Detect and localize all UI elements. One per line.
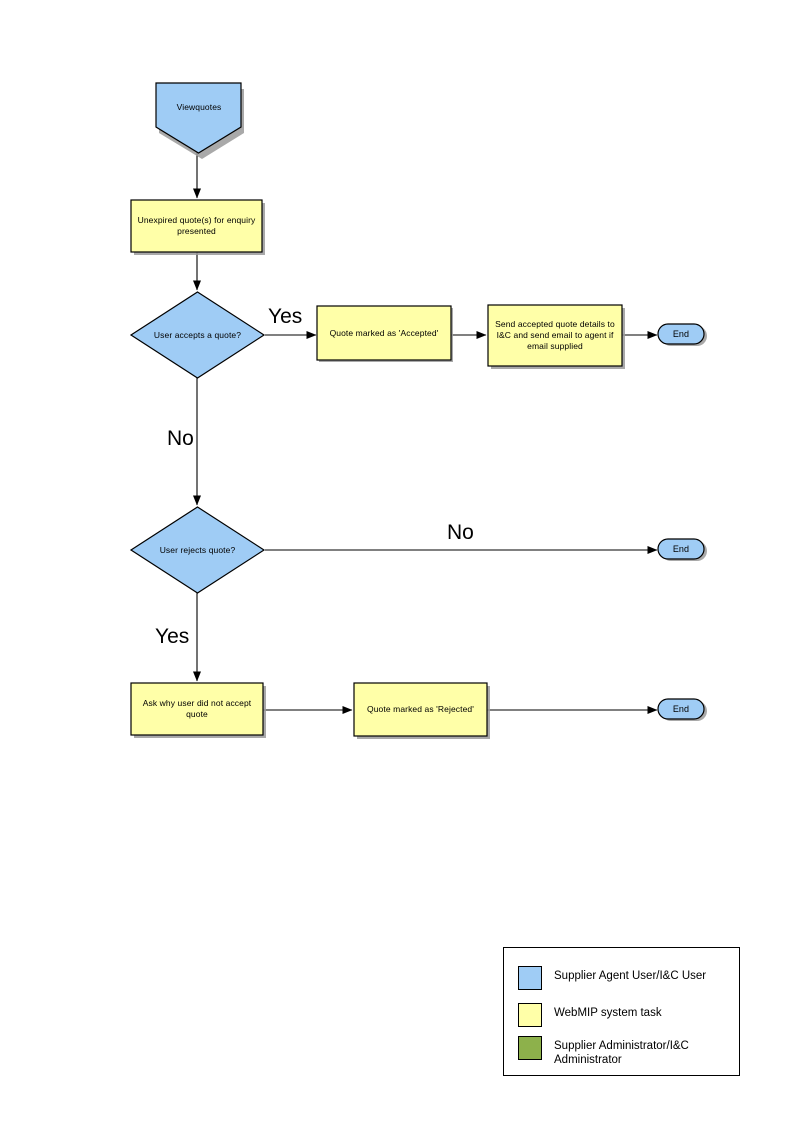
node-shadows [134, 89, 707, 739]
legend-label-supplier-agent-user: Supplier Agent User/I&C User [554, 970, 707, 982]
node-start-viewquotes[interactable] [155, 82, 242, 154]
legend-item-supplier-agent-user: Supplier Agent User/I&C User [518, 966, 706, 990]
node-end-no-reject[interactable] [657, 538, 705, 560]
node-quote-marked-rejected[interactable] [353, 682, 488, 737]
connectors [193, 150, 658, 714]
node-quote-marked-accepted[interactable] [316, 305, 452, 361]
edge-label-rejects-no: No [447, 521, 474, 544]
node-end-rejected[interactable] [657, 698, 705, 720]
node-decision-user-accepts[interactable] [129, 291, 266, 379]
legend: Supplier Agent User/I&C User WebMIP syst… [503, 947, 740, 1076]
legend-swatch-green [518, 1036, 542, 1060]
legend-swatch-yellow [518, 1003, 542, 1027]
nodes [129, 82, 705, 737]
legend-label-supplier-administrator: Supplier Administrator/I&C Administrator [554, 1040, 689, 1066]
edge-label-accepts-no: No [167, 427, 194, 450]
legend-label-webmip-system-task: WebMIP system task [554, 1007, 662, 1019]
node-end-accepted[interactable] [657, 323, 705, 345]
edge-label-rejects-yes: Yes [155, 625, 190, 648]
legend-swatch-blue [518, 966, 542, 990]
legend-item-supplier-administrator: Supplier Administrator/I&C Administrator [518, 1036, 689, 1067]
legend-item-webmip-system-task: WebMIP system task [518, 1003, 662, 1027]
node-decision-user-rejects[interactable] [129, 506, 266, 594]
node-send-accepted-details[interactable] [487, 304, 623, 367]
node-ask-why-not-accept[interactable] [130, 682, 264, 736]
edge-label-accepts-yes: Yes [268, 305, 303, 328]
node-unexpired-quotes[interactable] [130, 199, 263, 253]
